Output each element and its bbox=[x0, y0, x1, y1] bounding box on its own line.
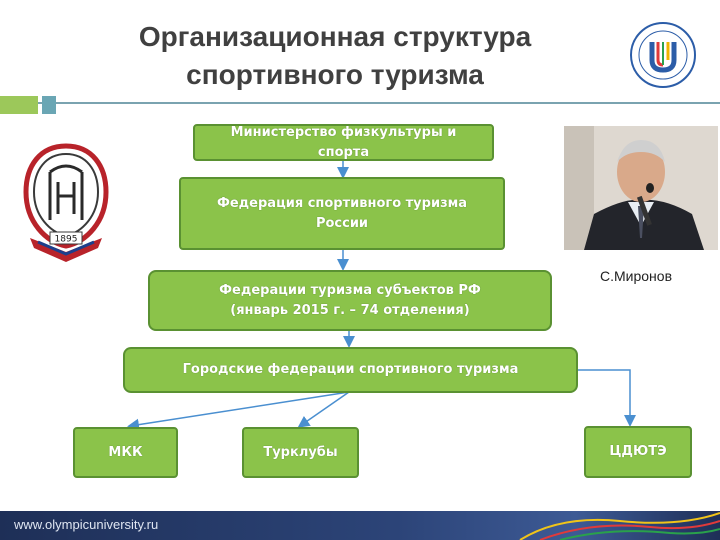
footer-bar: www.olympicuniversity.ru bbox=[0, 511, 720, 540]
emblem-year: 1895 bbox=[55, 235, 78, 245]
box-cdyute-label: ЦДЮТЭ bbox=[609, 444, 667, 459]
box-city-line1: Городские федерации спортивного туризма bbox=[182, 362, 519, 377]
box-tourclubs-label: Турклубы bbox=[263, 444, 338, 460]
arrow-city-to-mkk bbox=[127, 391, 350, 431]
box-federation-line2: России bbox=[315, 215, 369, 231]
box-regional-line2: (январь 2015 г. – 74 отделения) bbox=[230, 302, 470, 318]
box-ministry-line2: спорта bbox=[317, 144, 370, 160]
box-regional-federations: Федерации туризма субъектов РФ (январь 2… bbox=[148, 270, 552, 331]
olympic-university-logo-icon bbox=[630, 22, 696, 88]
box-mkk-label: МКК bbox=[108, 444, 143, 460]
box-city-federations: Городские федерации спортивного туризма bbox=[123, 347, 578, 393]
accent-block-teal bbox=[42, 96, 56, 114]
box-cdyute: ЦДЮТЭ bbox=[584, 426, 692, 478]
footer-decoration bbox=[519, 512, 720, 540]
title-divider bbox=[0, 102, 720, 104]
box-federation-line1: Федерация спортивного туризма bbox=[216, 195, 468, 211]
box-ministry: Министерство физкультуры и спорта bbox=[193, 124, 494, 161]
speaker-caption: С.Миронов bbox=[600, 268, 673, 284]
box-regional-line1: Федерации туризма субъектов РФ bbox=[219, 282, 481, 298]
box-mkk: МКК bbox=[73, 427, 178, 478]
box-ministry-line1: Министерство физкультуры и bbox=[230, 124, 457, 140]
box-tourclubs: Турклубы bbox=[242, 427, 359, 478]
speaker-photo-image bbox=[564, 126, 718, 250]
accent-block-green bbox=[0, 96, 38, 114]
slide-title-line2: спортивного туризма bbox=[186, 59, 484, 90]
slide-title: Организационная структура спортивного ту… bbox=[60, 18, 610, 94]
footer-url[interactable]: www.olympicuniversity.ru bbox=[14, 517, 159, 532]
tourism-emblem-icon: 1895 bbox=[23, 143, 109, 262]
speaker-photo bbox=[564, 126, 718, 250]
arrow-city-to-clubs bbox=[297, 391, 350, 428]
slide-title-line1: Организационная структура bbox=[138, 21, 532, 52]
box-federation-russia: Федерация спортивного туризма России bbox=[179, 177, 505, 250]
arrow-city-to-cdyute bbox=[577, 369, 636, 427]
